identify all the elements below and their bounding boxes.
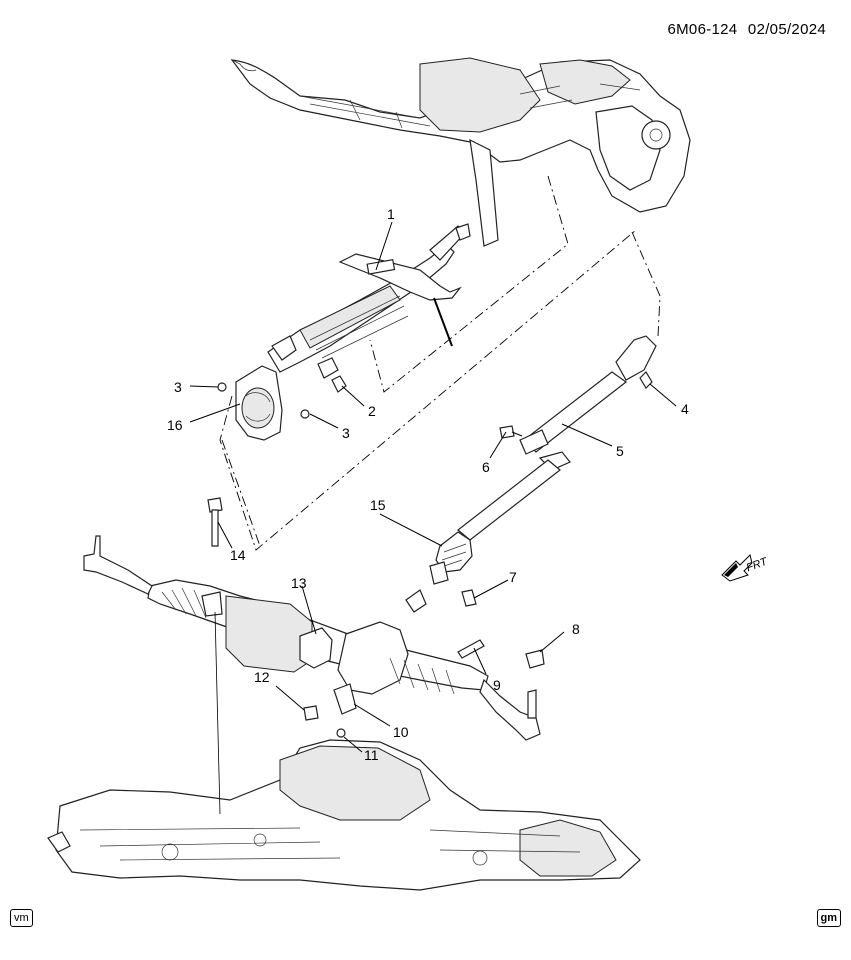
nut-3b <box>300 409 310 419</box>
cross-car-beam <box>230 57 691 247</box>
bolt-6 <box>499 425 523 439</box>
bolt-7 <box>461 589 477 607</box>
diagram-code: 6M06-124 <box>667 21 738 38</box>
callout-13: 13 <box>291 575 307 591</box>
callout-6: 6 <box>482 459 490 475</box>
diagram-header: 6M06-124 02/05/2024 <box>662 21 827 38</box>
callout-12: 12 <box>254 669 270 685</box>
callout-8: 8 <box>572 621 580 637</box>
alignment-lines <box>214 175 661 815</box>
steering-column <box>267 223 471 379</box>
intermediate-shaft <box>457 335 657 541</box>
leader-lines <box>189 221 677 753</box>
bracket-10 <box>333 683 357 715</box>
callout-5: 5 <box>616 443 624 459</box>
front-direction-icon: FRT <box>721 554 770 582</box>
callout-14: 14 <box>230 547 246 563</box>
callout-2: 2 <box>368 403 376 419</box>
nut-3a <box>217 382 227 392</box>
bolt-14 <box>207 497 223 547</box>
callout-3a: 3 <box>174 379 182 395</box>
steering-gear <box>147 579 489 695</box>
shaft-boot <box>405 531 473 613</box>
callout-9: 9 <box>493 677 501 693</box>
column-seal <box>235 365 283 441</box>
nut-12 <box>303 705 319 721</box>
nut-2 <box>331 375 347 393</box>
nut-8 <box>525 649 545 669</box>
tie-rod-left <box>83 535 153 595</box>
tie-rod-right <box>479 678 541 741</box>
bolt-4 <box>639 371 653 389</box>
vm-badge: vm <box>10 909 33 927</box>
callout-16: 16 <box>167 417 183 433</box>
callout-4: 4 <box>681 401 689 417</box>
callout-11: 11 <box>364 747 379 763</box>
nut-11 <box>336 728 346 738</box>
callout-15: 15 <box>370 497 386 513</box>
callout-7: 7 <box>509 569 517 585</box>
callout-3b: 3 <box>342 425 350 441</box>
gm-logo: gm <box>816 909 841 927</box>
callout-10: 10 <box>393 724 409 740</box>
bolt-9 <box>457 639 485 659</box>
frame-cradle <box>47 739 641 891</box>
callout-1: 1 <box>387 206 395 222</box>
diagram-date: 02/05/2024 <box>747 21 826 38</box>
